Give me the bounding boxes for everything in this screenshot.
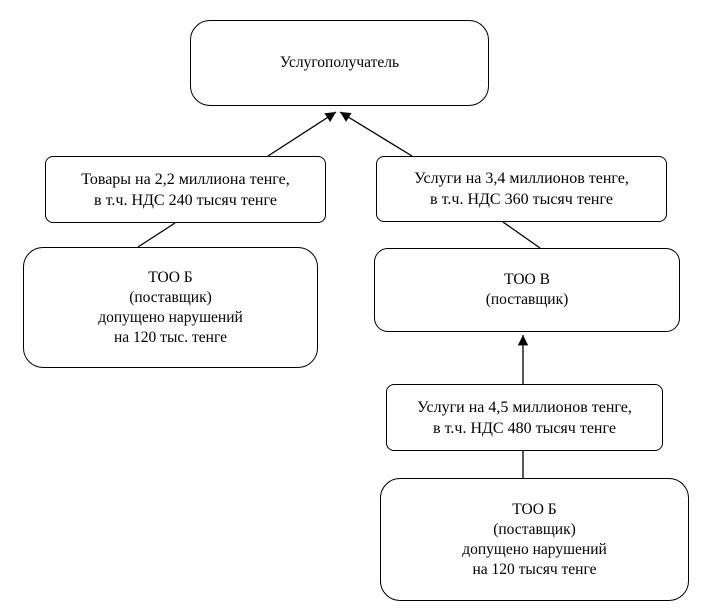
- supplier-b-bottom-role: (поставщик): [493, 520, 576, 538]
- supplier-b-left-note2: на 120 тыс. тенге: [114, 328, 227, 346]
- recipient-title: Услугополучатель: [279, 54, 400, 71]
- goods-flow-line1: Товары на 2,2 миллиона тенге,: [81, 170, 290, 188]
- supplier-v-role: (поставщик): [485, 291, 569, 308]
- supplier-b-left-name: ТОО Б: [148, 268, 193, 286]
- connector-supplier-v: [502, 221, 541, 249]
- recipient-node: Услугополучатель: [190, 20, 489, 106]
- services-v-flow-line1: Услуги на 3,4 миллионов тенге,: [414, 170, 629, 187]
- services-b-flow-line1: Услуги на 4,5 миллионов тенге,: [417, 398, 632, 416]
- goods-flow-line2: в т.ч. НДС 240 тысяч тенге: [94, 191, 277, 209]
- supplier-b-left-note1: допущено нарушений: [98, 308, 243, 326]
- supplier-b-left-node: ТОО Б (поставщик) допущено нарушений на …: [23, 247, 318, 368]
- goods-flow-label: Товары на 2,2 миллиона тенге, в т.ч. НДС…: [45, 156, 326, 223]
- services-v-flow-line2: в т.ч. НДС 360 тысяч тенге: [430, 191, 613, 208]
- supplier-b-bottom-node: ТОО Б (поставщик) допущено нарушений на …: [380, 478, 689, 601]
- services-b-flow-label: Услуги на 4,5 миллионов тенге, в т.ч. НД…: [386, 384, 663, 451]
- supplier-b-bottom-note1: допущено нарушений: [462, 540, 607, 558]
- supplier-b-left-role: (поставщик): [129, 288, 212, 306]
- supplier-b-bottom-name: ТОО Б: [512, 500, 557, 518]
- services-v-flow-label: Услуги на 3,4 миллионов тенге, в т.ч. НД…: [376, 156, 667, 222]
- arrow-services-to-recipient: [339, 111, 413, 157]
- services-b-flow-line2: в т.ч. НДС 480 тысяч тенге: [433, 419, 616, 437]
- supplier-v-name: ТОО В: [504, 271, 550, 288]
- supplier-b-bottom-note2: на 120 тысяч тенге: [472, 560, 597, 578]
- supplier-v-node: ТОО В (поставщик): [374, 248, 680, 332]
- connector-supplier-b-left: [137, 222, 176, 248]
- arrow-goods-to-recipient: [267, 111, 337, 157]
